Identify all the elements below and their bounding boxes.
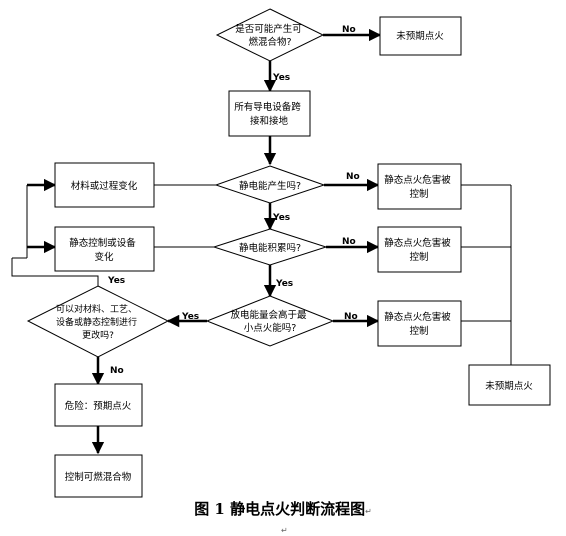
decision-static-accumulate [212,228,328,266]
shapes [26,8,551,498]
text-controlled-1: 静态点火危害被 控制 [384,174,454,200]
label-yes-change: Yes [107,276,125,286]
caption-title: 图 1 静电点火判断流程图 [194,500,366,518]
text-material-change: 材料或过程变化 [71,180,138,192]
text-controlled-2: 静态点火危害被 控制 [384,237,454,263]
label-no-mixture: No [342,25,356,35]
text-bonding: 所有导电设备跨 接和接地 [234,101,304,127]
text-controlled-3: 静态点火危害被 控制 [384,311,454,337]
label-yes-mixture: Yes [272,73,290,83]
process-danger [54,383,143,427]
result-controlled-1 [377,163,462,210]
node-labels: 是否可能产生可 燃混合物? 未预期点火 所有导电设备跨 接和接地 静电能产生吗?… [56,23,533,483]
text-control-mixture: 控制可燃混合物 [65,471,132,483]
edge-change-yes-up [11,258,99,286]
figure-caption: 图 1 静电点火判断流程图↵ [0,498,566,519]
text-no-ignition-right: 未预期点火 [485,380,533,392]
text-decision-mixture: 是否可能产生可 燃混合物? [235,23,305,48]
text-static-generated: 静电能产生吗? [239,180,301,192]
decision-energy [205,295,335,347]
connectors [11,28,512,455]
text-static-accumulate: 静电能积累吗? [239,242,301,254]
label-no-energy: No [344,312,358,322]
process-bonding [228,90,311,137]
decision-mixture [215,8,325,62]
paragraph-mark: ↵ [281,526,288,535]
text-danger: 危险：预期点火 [65,400,132,412]
terminal-no-ignition-right [468,364,551,406]
text-no-ignition-top: 未预期点火 [396,30,444,42]
edge-labels: No Yes No Yes No Yes No Yes Yes No [107,25,360,376]
process-control-mixture [54,454,143,498]
terminal-no-ignition-top [379,16,462,56]
text-energy: 放电能量会高于最 小点火能吗? [230,309,309,334]
label-no-change: No [110,366,124,376]
decision-can-change [26,285,170,358]
caption-return-mark: ↵ [365,507,372,516]
label-yes-accumulate: Yes [275,279,293,289]
result-controlled-3 [377,300,462,347]
text-static-control-change: 静态控制或设备 变化 [69,237,139,263]
process-static-control-change [54,226,155,272]
process-material-change [54,162,155,208]
result-controlled-2 [377,226,462,273]
label-no-generated: No [346,172,360,182]
label-yes-energy: Yes [181,312,199,322]
label-yes-generated: Yes [272,213,290,223]
decision-static-generated [214,165,326,204]
label-no-accumulate: No [342,237,356,247]
text-can-change: 可以对材料、工艺、 设备或静态控制进行 更改吗? [56,303,140,341]
